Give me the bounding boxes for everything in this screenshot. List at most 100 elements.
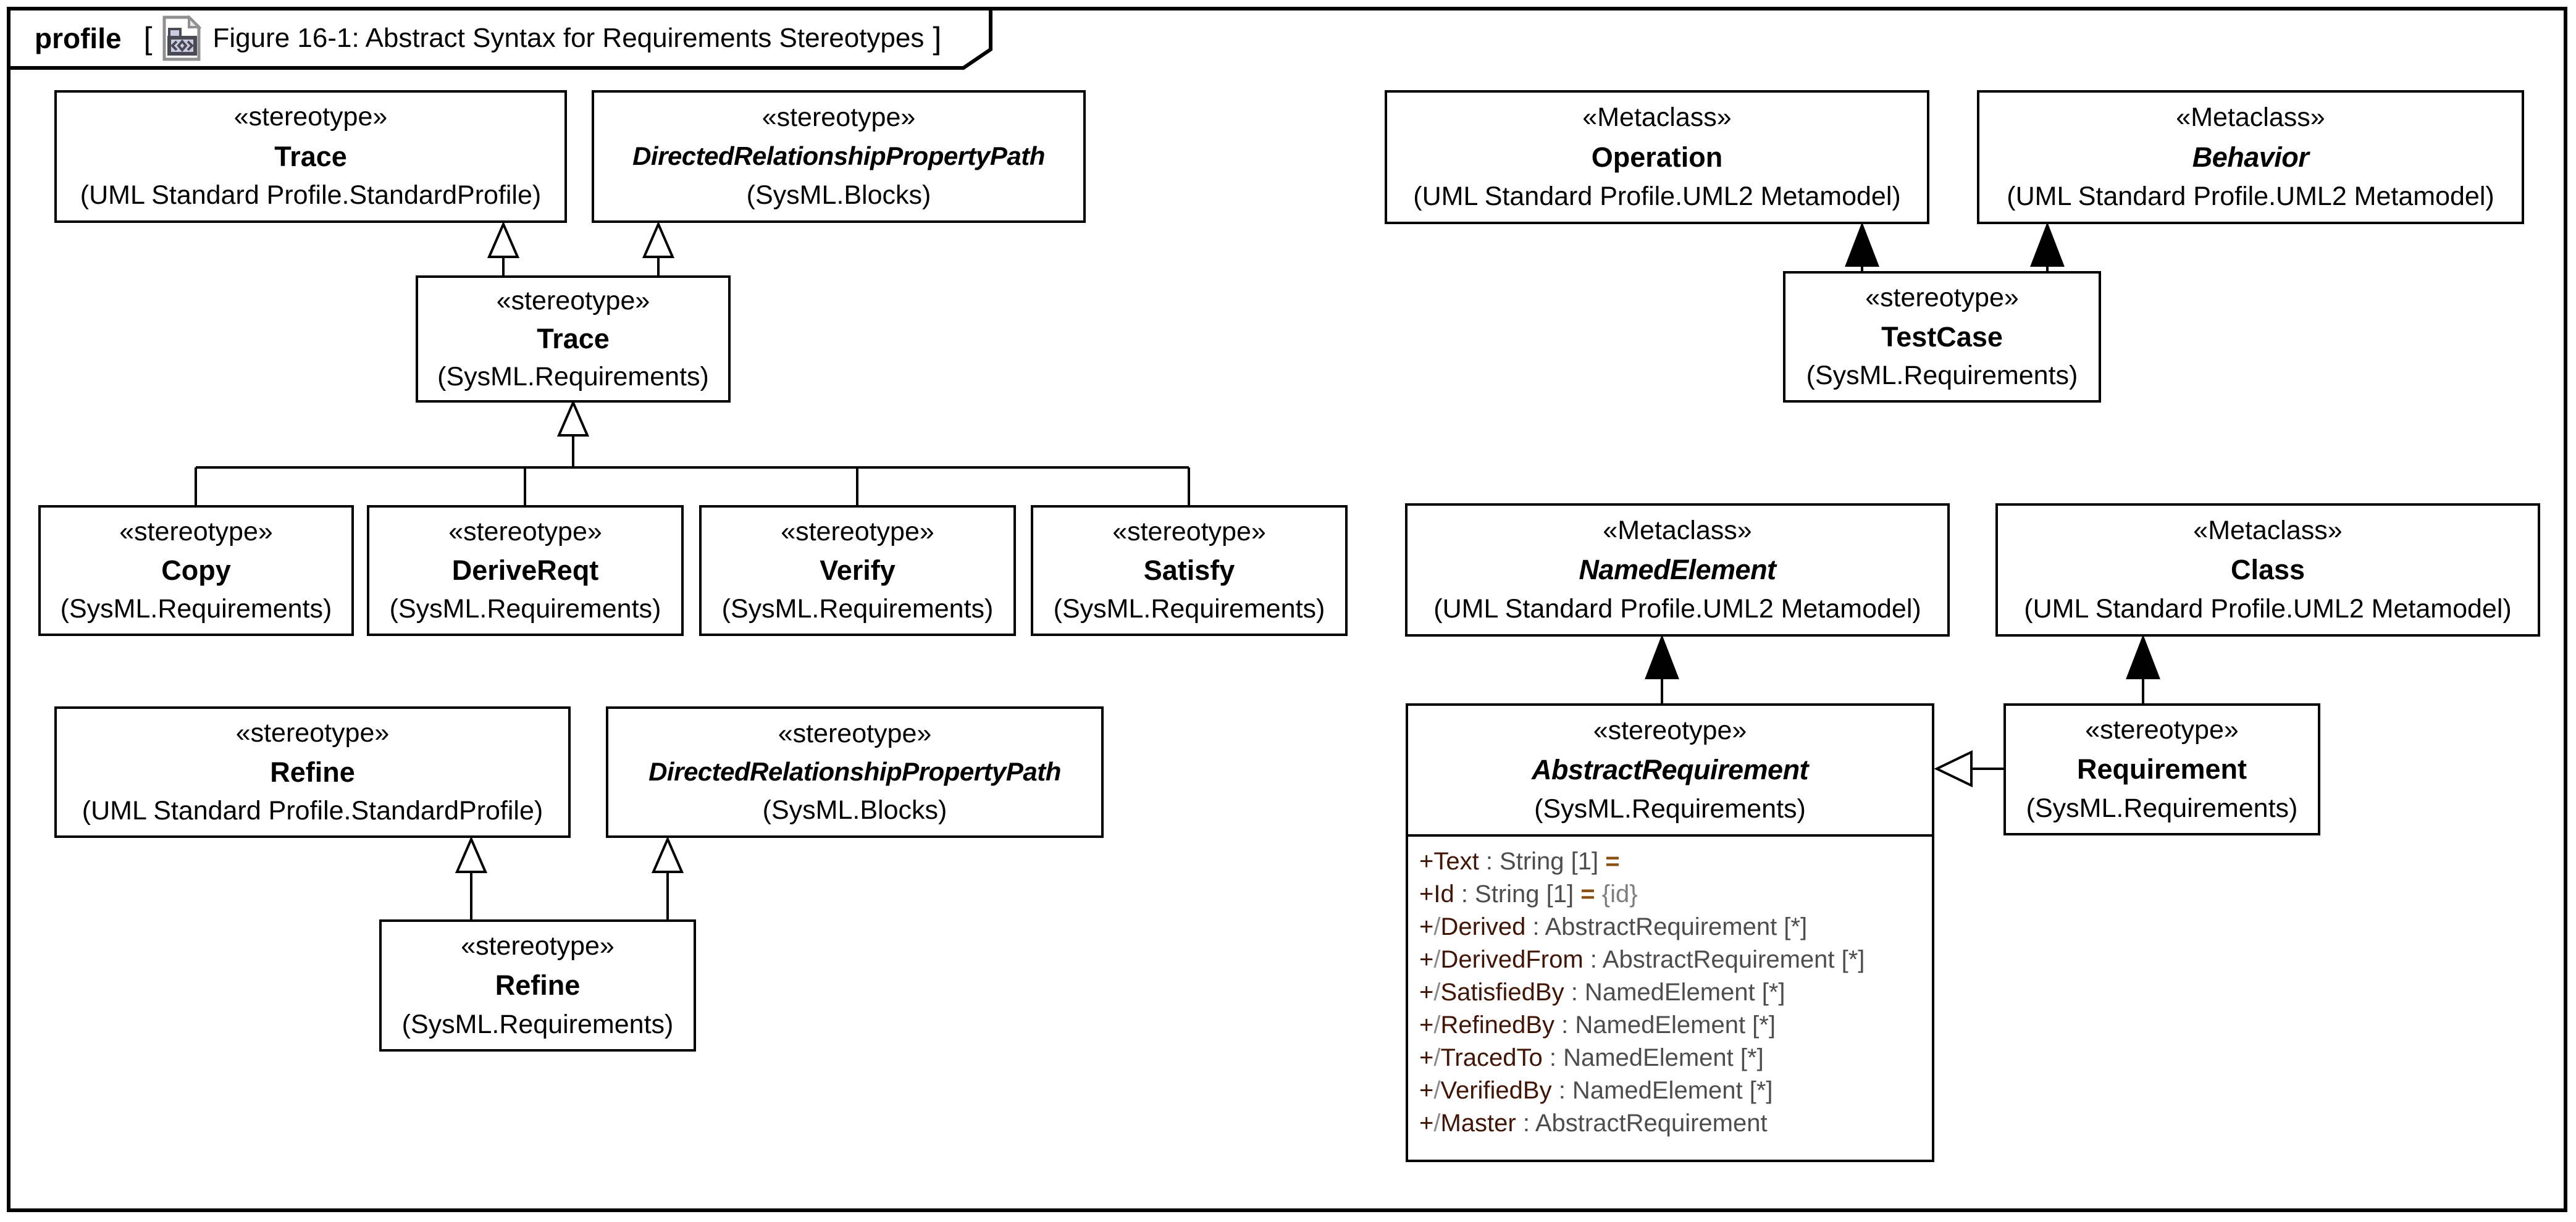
- element-name: Refine: [495, 969, 581, 1002]
- element-name: Satisfy: [1143, 555, 1235, 587]
- generalization-tree-to-trace: [195, 399, 1190, 505]
- stereotype-box-refine-requirements[interactable]: «stereotype» Refine (SysML.Requirements): [379, 919, 696, 1052]
- hollow-triangle-icon: [651, 835, 684, 873]
- element-name: Operation: [1591, 141, 1723, 173]
- stereotype-box-refine-standardprofile[interactable]: «stereotype» Refine (UML Standard Profil…: [54, 706, 571, 838]
- stereotype-keyword: «stereotype»: [233, 102, 388, 132]
- filled-triangle-icon: [1645, 634, 1679, 679]
- attributes-compartment: +Text : String [1] = +Id : String [1] = {…: [1408, 837, 1932, 1160]
- abstractrequirement-header: «stereotype» AbstractRequirement (SysML.…: [1408, 706, 1932, 834]
- generalization-refine-to-drpp: [651, 835, 684, 919]
- metaclass-box-class[interactable]: «Metaclass» Class (UML Standard Profile.…: [1995, 503, 2540, 637]
- element-name: Trace: [274, 140, 347, 172]
- stereotype-keyword: «stereotype»: [2085, 715, 2239, 745]
- stereotype-keyword: «stereotype»: [235, 718, 390, 748]
- stereotype-box-copy[interactable]: «stereotype» Copy (SysML.Requirements): [38, 505, 354, 636]
- stereotype-box-testcase[interactable]: «stereotype» TestCase (SysML.Requirement…: [1783, 271, 2101, 403]
- stereotype-keyword: «stereotype»: [1865, 282, 2019, 312]
- element-name: Refine: [270, 756, 355, 788]
- stereotype-keyword: «stereotype»: [119, 516, 273, 546]
- stereotype-keyword: «stereotype»: [1593, 715, 1747, 745]
- extension-requirement-to-class: [2126, 634, 2160, 703]
- package-name: (SysML.Requirements): [401, 1009, 674, 1039]
- stereotype-keyword: «stereotype»: [781, 516, 934, 546]
- attribute-line: +/DerivedFrom : AbstractRequirement [*]: [1419, 946, 1865, 973]
- hollow-triangle-icon: [642, 220, 675, 258]
- extension-testcase-to-behavior: [2030, 222, 2065, 271]
- package-name: (SysML.Requirements): [2026, 793, 2298, 823]
- stereotype-box-verify[interactable]: «stereotype» Verify (SysML.Requirements): [699, 505, 1016, 636]
- attribute-line: +/Master : AbstractRequirement: [1419, 1110, 1768, 1137]
- metaclass-box-behavior[interactable]: «Metaclass» Behavior (UML Standard Profi…: [1977, 90, 2524, 224]
- extension-testcase-to-operation: [1845, 222, 1879, 271]
- filled-triangle-icon: [1845, 222, 1879, 267]
- stereotype-keyword: «Metaclass»: [1603, 515, 1752, 545]
- package-name: (SysML.Blocks): [762, 795, 947, 826]
- stereotype-keyword: «Metaclass»: [2193, 515, 2343, 545]
- frame-name-tab-content: profile [ Figure 16-1: Abstract Syntax f…: [9, 9, 991, 68]
- stereotype-box-requirement[interactable]: «stereotype» Requirement (SysML.Requirem…: [2003, 703, 2320, 835]
- element-name: DeriveReqt: [451, 555, 599, 587]
- element-name: Copy: [161, 555, 231, 587]
- element-name: Trace: [537, 323, 610, 355]
- stereotype-box-trace-requirements[interactable]: «stereotype» Trace (SysML.Requirements): [416, 275, 731, 403]
- element-name: DirectedRelationshipPropertyPath: [632, 141, 1045, 171]
- element-name: Requirement: [2076, 753, 2247, 785]
- stereotype-box-derivereqt[interactable]: «stereotype» DeriveReqt (SysML.Requireme…: [367, 505, 684, 636]
- attribute-line: +/Derived : AbstractRequirement [*]: [1419, 913, 1808, 940]
- metaclass-box-namedelement[interactable]: «Metaclass» NamedElement (UML Standard P…: [1405, 503, 1950, 637]
- attribute-line: +/VerifiedBy : NamedElement [*]: [1419, 1077, 1773, 1104]
- stereotype-box-directedrelationshippropertypath-top[interactable]: «stereotype» DirectedRelationshipPropert…: [592, 90, 1086, 223]
- package-name: (SysML.Requirements): [1534, 794, 1806, 824]
- hollow-triangle-icon: [556, 399, 590, 437]
- package-name: (SysML.Requirements): [60, 594, 332, 624]
- element-name: Behavior: [2192, 141, 2309, 173]
- stereotype-keyword: «Metaclass»: [1582, 102, 1732, 132]
- package-name: (SysML.Requirements): [1053, 594, 1325, 624]
- attribute-line: +/SatisfiedBy : NamedElement [*]: [1419, 979, 1785, 1006]
- stereotype-box-satisfy[interactable]: «stereotype» Satisfy (SysML.Requirements…: [1031, 505, 1348, 636]
- hollow-triangle-icon: [1934, 750, 1973, 788]
- attribute-line: +/RefinedBy : NamedElement [*]: [1419, 1011, 1776, 1039]
- profile-diagram-icon: [162, 15, 202, 61]
- package-name: (SysML.Requirements): [1806, 360, 2078, 390]
- attribute-line: +Id : String [1] = {id}: [1419, 881, 1638, 908]
- package-name: (UML Standard Profile.UML2 Metamodel): [2007, 181, 2494, 211]
- frame-open-bracket: [: [143, 21, 153, 56]
- stereotype-keyword: «stereotype»: [778, 718, 932, 748]
- stereotype-box-directedrelationshippropertypath-bottom[interactable]: «stereotype» DirectedRelationshipPropert…: [606, 706, 1104, 838]
- stereotype-keyword: «Metaclass»: [2176, 102, 2325, 132]
- attribute-line: +/TracedTo : NamedElement [*]: [1419, 1044, 1764, 1071]
- filled-triangle-icon: [2126, 634, 2160, 679]
- diagram-title: Figure 16-1: Abstract Syntax for Require…: [212, 23, 925, 53]
- stereotype-keyword: «stereotype»: [1112, 516, 1266, 546]
- filled-triangle-icon: [2030, 222, 2065, 267]
- package-name: (SysML.Requirements): [437, 361, 709, 391]
- generalization-requirement-to-abstractrequirement: [1934, 750, 2003, 788]
- attribute-line: +Text : String [1] =: [1419, 848, 1620, 875]
- package-name: (UML Standard Profile.UML2 Metamodel): [2024, 594, 2512, 624]
- package-name: (SysML.Requirements): [389, 594, 661, 624]
- generalization-trace-to-drpp: [642, 220, 675, 275]
- extension-abstractrequirement-to-namedelement: [1645, 634, 1679, 703]
- package-name: (SysML.Requirements): [721, 594, 994, 624]
- generalization-refine-to-refine-std: [455, 835, 488, 919]
- hollow-triangle-icon: [487, 220, 520, 258]
- stereotype-box-trace-standardprofile[interactable]: «stereotype» Trace (UML Standard Profile…: [54, 90, 567, 223]
- package-name: (SysML.Blocks): [746, 180, 931, 210]
- stereotype-keyword: «stereotype»: [448, 516, 602, 546]
- stereotype-box-abstractrequirement[interactable]: «stereotype» AbstractRequirement (SysML.…: [1406, 703, 1934, 1162]
- stereotype-keyword: «stereotype»: [761, 103, 916, 133]
- package-name: (UML Standard Profile.UML2 Metamodel): [1413, 181, 1901, 211]
- package-name: (UML Standard Profile.StandardProfile): [80, 180, 542, 211]
- package-name: (UML Standard Profile.UML2 Metamodel): [1433, 594, 1921, 624]
- frame-close-bracket: ]: [933, 21, 942, 56]
- element-name: Verify: [820, 555, 896, 587]
- element-name: AbstractRequirement: [1531, 754, 1809, 786]
- element-name: NamedElement: [1579, 554, 1776, 586]
- element-name: TestCase: [1881, 320, 2003, 353]
- element-name: Class: [2230, 554, 2305, 586]
- frame-kind-label: profile: [35, 22, 122, 54]
- metaclass-box-operation[interactable]: «Metaclass» Operation (UML Standard Prof…: [1385, 90, 1929, 224]
- stereotype-keyword: «stereotype»: [461, 931, 615, 961]
